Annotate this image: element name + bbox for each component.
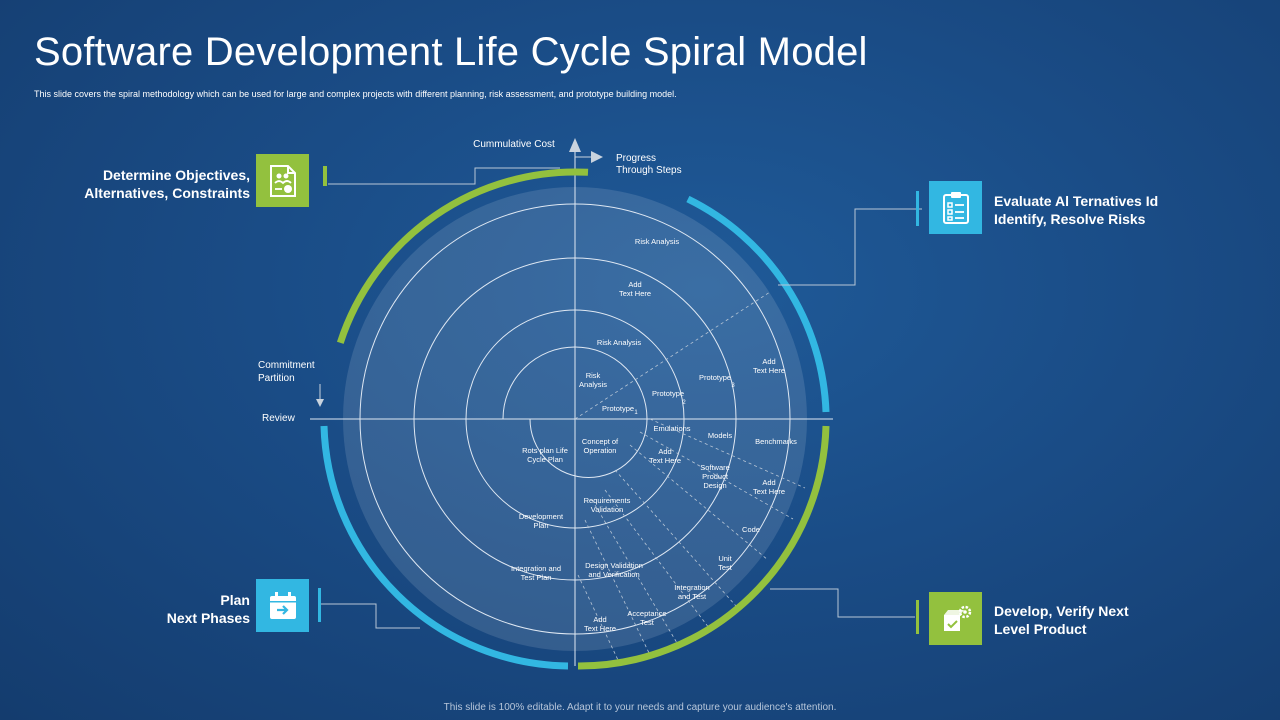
review-label: Review <box>262 413 296 424</box>
commitment-label-2: Partition <box>258 373 295 384</box>
quadrant-label-bottom-right: Develop, Verify Next Level Product <box>994 602 1129 638</box>
label-code: Code <box>742 525 760 534</box>
page-title: Software Development Life Cycle Spiral M… <box>34 30 868 74</box>
cumulative-cost-label: Cummulative Cost <box>473 139 555 150</box>
ring-1-spiral <box>502 346 648 478</box>
label-add-text-5b: Text Here <box>584 624 616 633</box>
label-prototype-2: Prototype <box>652 389 684 398</box>
radial-8 <box>577 574 619 661</box>
label-prototype-1-num: 1 <box>634 410 638 416</box>
progress-label-1: Progress <box>616 153 656 164</box>
clipboard-checklist-icon <box>929 181 982 234</box>
connector-top-left <box>328 167 560 185</box>
progress-label-2: Through Steps <box>616 165 682 176</box>
label-add-text-3a: Add <box>658 447 671 456</box>
radial-2 <box>639 431 794 520</box>
dashed-radials <box>574 291 806 661</box>
label-software-2: Product <box>702 472 729 481</box>
arc-top-right <box>686 195 830 413</box>
accent-bar-top-left <box>323 166 327 186</box>
label-integration-plan-2: Test Plan <box>521 573 552 582</box>
connectors <box>320 167 922 629</box>
connector-bottom-left <box>320 603 420 629</box>
label-add-text-4b: Text Here <box>753 487 785 496</box>
radial-upper <box>574 291 771 420</box>
label-software-3: Design <box>703 481 726 490</box>
label-emulations: Emulations <box>653 424 690 433</box>
arc-bottom-left <box>320 425 569 670</box>
label-concept-1: Concept of <box>582 437 619 446</box>
label-risk-inner-1: Risk <box>586 371 601 380</box>
arc-top-left <box>336 168 589 344</box>
label-benchmarks: Benchmarks <box>755 437 797 446</box>
commitment-label-1: Commitment <box>258 360 315 371</box>
radial-6 <box>591 499 681 649</box>
label-development-1: Development <box>519 512 564 521</box>
quadrant-label-top-left: Determine Objectives, Alternatives, Cons… <box>84 166 250 202</box>
accent-bar-bottom-left <box>318 588 321 622</box>
quadrant-top-left-line1: Determine Objectives, <box>102 167 250 183</box>
document-people-icon <box>256 154 309 207</box>
label-rots-1: Rots plan Life <box>522 446 568 455</box>
label-risk-analysis-mid: Risk Analysis <box>597 338 641 347</box>
label-prototype-3-num: 3 <box>731 383 735 389</box>
quadrant-bottom-left-line1: Plan <box>220 592 250 608</box>
label-development-2: Plan <box>533 521 548 530</box>
label-design-validation-2: and Verification <box>588 570 639 579</box>
label-rots-2: Cycle Plan <box>527 455 563 464</box>
label-add-text-1a: Add <box>628 280 641 289</box>
arc-bottom-right <box>577 425 830 670</box>
label-integration-test-2: and Test <box>678 592 707 601</box>
label-add-text-5a: Add <box>593 615 606 624</box>
label-add-text-4a: Add <box>762 478 775 487</box>
progress-arrow-head <box>591 151 603 163</box>
commitment-arrow-head <box>316 399 324 407</box>
label-software-1: Software <box>700 463 730 472</box>
label-add-text-2a: Add <box>762 357 775 366</box>
label-models: Models <box>708 431 732 440</box>
label-concept-2: Operation <box>584 446 617 455</box>
label-unit-1: Unit <box>718 554 732 563</box>
label-prototype-3: Prototype <box>699 373 731 382</box>
label-risk-inner-2: Analysis <box>579 380 607 389</box>
quadrant-bottom-right-line1: Develop, Verify Next <box>994 603 1129 619</box>
label-prototype-1: Prototype <box>602 404 634 413</box>
connector-top-right <box>778 208 922 286</box>
quadrant-top-right-line2: Identify, Resolve Risks <box>994 211 1146 227</box>
quadrant-top-right-line1: Evaluate Al Ternatives Id <box>994 193 1159 209</box>
axes-lines <box>310 150 833 666</box>
page-subtitle: This slide covers the spiral methodology… <box>34 89 677 99</box>
product-gear-icon <box>929 592 982 645</box>
radial-7 <box>584 519 651 656</box>
label-acceptance-2: Test <box>640 618 655 627</box>
label-integration-test-1: Integration <box>674 583 709 592</box>
label-integration-plan-1: Integration and <box>511 564 561 573</box>
label-add-text-1b: Text Here <box>619 289 651 298</box>
accent-bar-bottom-right <box>916 600 919 634</box>
accent-bar-top-right <box>916 191 919 226</box>
label-prototype-2-num: 2 <box>682 400 686 406</box>
cost-arrow-head <box>569 138 581 152</box>
calendar-arrow-icon <box>256 579 309 632</box>
quadrant-arcs <box>320 168 830 670</box>
label-add-text-3b: Text Here <box>649 456 681 465</box>
label-acceptance-1: Acceptance <box>627 609 666 618</box>
quadrant-bottom-left-line2: Next Phases <box>166 610 250 626</box>
quadrant-bottom-right-line2: Level Product <box>994 621 1087 637</box>
quadrant-label-bottom-left: Plan Next Phases <box>167 591 250 627</box>
label-add-text-2b: Text Here <box>753 366 785 375</box>
quadrant-top-left-line2: Alternatives, Constraints <box>84 185 250 201</box>
radial-4 <box>614 469 737 607</box>
label-requirements-1: Requirements <box>584 496 631 505</box>
label-unit-2: Test <box>718 563 733 572</box>
radial-1 <box>649 418 806 489</box>
label-design-validation-1: Design Validation <box>585 561 643 570</box>
connector-bottom-right <box>770 588 915 618</box>
label-risk-analysis-outer: Risk Analysis <box>635 237 679 246</box>
footer-note: This slide is 100% editable. Adapt it to… <box>443 702 837 713</box>
quadrant-label-top-right: Evaluate Al Ternatives Id Identify, Reso… <box>994 192 1158 228</box>
label-requirements-2: Validation <box>591 505 623 514</box>
